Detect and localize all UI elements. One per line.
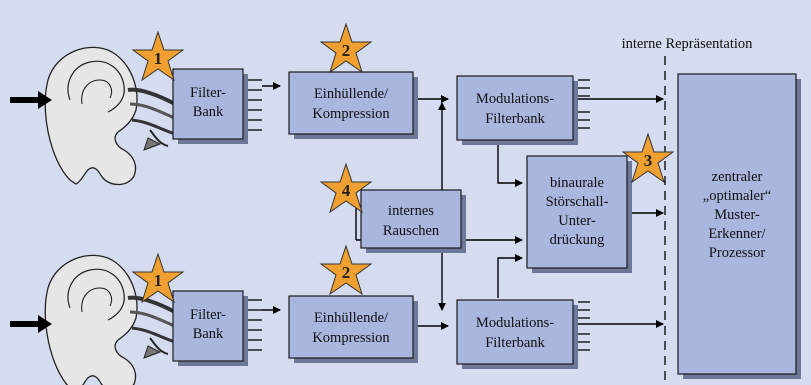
svg-text:internes: internes bbox=[388, 203, 434, 219]
svg-text:Modulations-: Modulations- bbox=[476, 315, 554, 331]
svg-text:Einhüllende/: Einhüllende/ bbox=[314, 86, 389, 102]
envelope-compression-bottom: Einhüllende/ Kompression bbox=[288, 295, 418, 363]
internal-representation-label: interne Repräsentation bbox=[622, 36, 754, 52]
central-pattern-recognizer-box: zentraler „optimaler“ Muster- Erkenner/ … bbox=[677, 73, 801, 379]
svg-text:Störschall-: Störschall- bbox=[546, 194, 609, 210]
internal-noise-box: internes Rauschen bbox=[360, 189, 466, 253]
svg-text:Bank: Bank bbox=[193, 104, 224, 120]
svg-text:Bank: Bank bbox=[193, 326, 224, 342]
svg-text:Kompression: Kompression bbox=[312, 330, 390, 346]
filter-bank-bottom: Filter- Bank bbox=[172, 290, 262, 366]
svg-text:3: 3 bbox=[644, 151, 653, 170]
svg-text:1: 1 bbox=[154, 271, 163, 290]
modulation-filterbank-bottom: Modulations- Filterbank bbox=[456, 299, 590, 369]
modulation-filterbank-top: Modulations- Filterbank bbox=[456, 75, 590, 145]
svg-text:Rauschen: Rauschen bbox=[383, 223, 440, 239]
star-icon-2-bottom: 2 bbox=[319, 244, 373, 296]
svg-text:Filterbank: Filterbank bbox=[485, 111, 545, 127]
binaural-noise-suppression-box: binaurale Störschall- Unter- drückung bbox=[526, 155, 632, 273]
star-icon-3: 3 bbox=[621, 132, 675, 184]
svg-text:Filter-: Filter- bbox=[190, 307, 226, 323]
svg-text:zentraler: zentraler bbox=[712, 169, 763, 185]
svg-text:2: 2 bbox=[342, 41, 351, 60]
svg-text:Filterbank: Filterbank bbox=[485, 335, 545, 351]
svg-text:Modulations-: Modulations- bbox=[476, 91, 554, 107]
svg-text:Erkenner/: Erkenner/ bbox=[708, 226, 766, 242]
star-icon-4: 4 bbox=[319, 162, 373, 214]
svg-text:binaurale: binaurale bbox=[550, 175, 604, 191]
ear-icon bbox=[44, 46, 176, 186]
svg-text:drückung: drückung bbox=[550, 232, 605, 248]
filter-bank-top: Filter- Bank bbox=[172, 68, 262, 144]
envelope-compression-top: Einhüllende/ Kompression bbox=[288, 71, 418, 139]
svg-text:Muster-: Muster- bbox=[714, 207, 760, 223]
arrow-right-icon bbox=[10, 315, 52, 333]
star-icon-2-top: 2 bbox=[319, 22, 373, 74]
svg-text:4: 4 bbox=[342, 181, 351, 200]
star-icon-1-bottom: 1 bbox=[131, 252, 185, 304]
svg-text:2: 2 bbox=[342, 263, 351, 282]
svg-text:Einhüllende/: Einhüllende/ bbox=[314, 310, 389, 326]
star-icon-1-top: 1 bbox=[131, 30, 185, 82]
svg-text:Filter-: Filter- bbox=[190, 85, 226, 101]
svg-text:Kompression: Kompression bbox=[312, 106, 390, 122]
svg-text:Prozessor: Prozessor bbox=[709, 245, 766, 261]
svg-text:Unter-: Unter- bbox=[558, 213, 596, 229]
connector bbox=[497, 254, 523, 298]
connector bbox=[497, 144, 523, 187]
ear-icon bbox=[44, 254, 176, 385]
svg-text:„optimaler“: „optimaler“ bbox=[703, 188, 771, 204]
svg-text:1: 1 bbox=[154, 49, 163, 68]
arrow-right-icon bbox=[10, 91, 52, 109]
